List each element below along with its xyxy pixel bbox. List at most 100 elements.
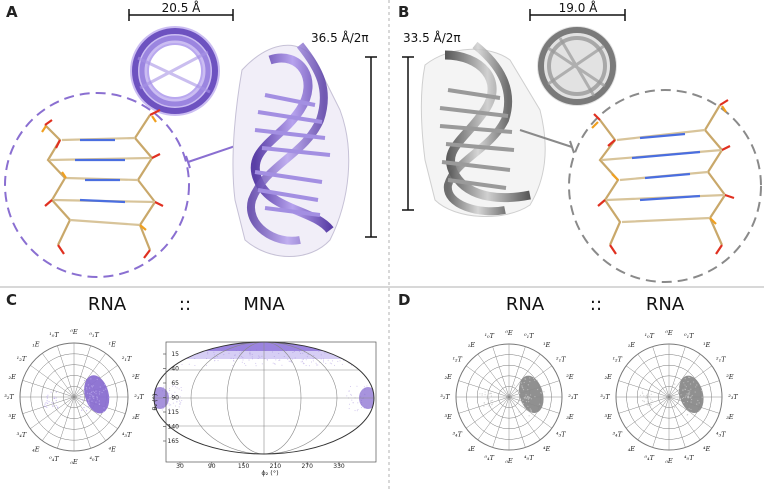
pucker-label: ⁰₄T — [643, 454, 654, 462]
pucker-label: ⁴₀T — [684, 454, 694, 462]
pucker-label: ²E — [726, 373, 734, 381]
pitch-label-b: 33.5 Å/2π — [403, 30, 461, 45]
panel-letter-d: D — [398, 291, 410, 309]
pucker-label: ¹E — [543, 341, 551, 349]
pucker-label: ²₁T — [122, 355, 132, 363]
atomistic-zoom-a — [4, 92, 190, 278]
zoom-connector-b — [519, 129, 573, 148]
pucker-label: ⁴E — [109, 446, 117, 454]
pucker-wheel-c: ⁰₁T ¹E ²₁T ²E ²₃T ₃E ⁴₃T ⁴E ⁴₀T ₀E ⁰₄T ₄E ³₄T ³E ³₂T ₂E… — [4, 328, 144, 466]
pucker-label: ₄E — [468, 445, 476, 453]
pucker-label: ⁰₁T — [683, 332, 694, 340]
helix-side-view-a — [232, 42, 350, 257]
pucker-label: ₀E — [69, 458, 78, 466]
pucker-label: ₂E — [604, 373, 612, 381]
pitch-label-a: 36.5 Å/2π — [311, 30, 369, 45]
atomistic-zoom-b — [568, 89, 762, 283]
pucker-label: ⁰₄T — [48, 455, 59, 463]
pucker-label: ³₂T — [600, 393, 610, 401]
pucker-label: ¹₀T — [49, 331, 59, 339]
pucker-density — [479, 375, 545, 417]
pucker-label: ²E — [566, 373, 574, 381]
pucker-label: ₀E — [664, 457, 673, 465]
pucker-label: ³₄T — [612, 431, 622, 439]
pucker-label: ⁰₁T — [523, 332, 534, 340]
pucker-label: ³₂T — [4, 393, 14, 401]
pucker-label: ⁰E — [69, 328, 78, 336]
width-dimension-b: 19.0 Å — [529, 0, 626, 21]
pucker-label: ⁴₃T — [716, 431, 726, 439]
panel-c-right-label: MNA — [243, 294, 285, 315]
pucker-label: ⁰E — [664, 329, 673, 337]
pucker-label: ₂E — [444, 373, 452, 381]
panel-d-separator: :: — [590, 294, 602, 315]
width-label-a: 20.5 Å — [162, 0, 202, 15]
pucker-label: ₃E — [726, 413, 734, 421]
helix-top-view-b — [537, 26, 617, 106]
pucker-label: ⁴₀T — [89, 455, 99, 463]
pucker-label: ²₃T — [134, 393, 144, 401]
pucker-label: ³E — [444, 413, 452, 421]
pucker-density — [43, 375, 110, 414]
helix-top-view-a — [130, 26, 220, 116]
pucker-label: ⁴₀T — [524, 454, 534, 462]
pucker-label: ²E — [132, 373, 140, 381]
pucker-label: ¹₂T — [17, 355, 27, 363]
pucker-label: ⁰E — [504, 329, 513, 337]
mollweide-ytick: 115 — [168, 409, 180, 416]
mollweide-ytick: 165 — [168, 438, 180, 445]
pucker-label: ⁰₄T — [483, 454, 494, 462]
pucker-label: ³₂T — [440, 393, 450, 401]
panel-b: B 19.0 Å 33.5 Å/2π — [398, 0, 762, 283]
width-label-b: 19.0 Å — [559, 0, 599, 15]
pucker-label: ₄E — [628, 445, 636, 453]
width-dimension-a: 20.5 Å — [128, 0, 234, 21]
mollweide-xtick: 90 — [208, 463, 216, 470]
pucker-label: ¹₀T — [484, 332, 494, 340]
mollweide-xtick: 330 — [333, 463, 345, 470]
pucker-label: ³₄T — [17, 431, 27, 439]
pucker-label: ³E — [604, 413, 612, 421]
mollweide-xtick: 30 — [176, 463, 184, 470]
pucker-label: ²₃T — [568, 393, 578, 401]
mollweide-ytick: 140 — [168, 424, 180, 431]
pucker-label: ¹₂T — [612, 355, 622, 363]
pucker-label: ₂E — [9, 373, 17, 381]
pucker-label: ³E — [9, 413, 17, 421]
pucker-label: ₄E — [32, 446, 40, 454]
panel-d-left-label: RNA — [506, 294, 545, 315]
panel-letter-c: C — [6, 291, 17, 309]
pucker-label: ₃E — [566, 413, 574, 421]
pucker-label: ²₃T — [728, 393, 738, 401]
pucker-label: ⁴₃T — [122, 431, 132, 439]
pucker-wheel-d-left: ⁰₁T¹E²₁T²E²₃T₃E⁴₃T⁴E⁴₀T₀E⁰₄T₄E³₄T³E³₂T₂E… — [440, 329, 578, 465]
pucker-label: ₃E — [132, 413, 140, 421]
panel-letter-a: A — [6, 3, 18, 21]
helix-side-view-b — [420, 41, 546, 217]
pucker-label: ²₁T — [556, 355, 566, 363]
pucker-label: ⁰₁T — [88, 331, 99, 339]
pucker-label: ¹E — [703, 341, 711, 349]
mollweide-xtick: 270 — [301, 463, 313, 470]
pucker-label: ⁴E — [703, 445, 711, 453]
mollweide-ytick: 40 — [171, 366, 179, 373]
pucker-label: ³₄T — [452, 431, 462, 439]
pucker-label: ¹E — [109, 340, 117, 348]
pitch-dimension-a: 36.5 Å/2π — [311, 30, 377, 238]
panel-c-left-label: RNA — [88, 294, 127, 315]
mollweide-ytick: 15 — [171, 351, 179, 358]
pucker-label: ₁E — [628, 341, 636, 349]
pucker-label: ₁E — [32, 340, 40, 348]
mollweide-ytick: 65 — [171, 380, 179, 387]
panel-d-right-label: RNA — [646, 294, 685, 315]
mollweide-xtick: 150 — [238, 463, 250, 470]
pucker-label: ⁴E — [543, 445, 551, 453]
mollweide-xlabel: ϕ₂ (°) — [261, 469, 278, 477]
mollweide-ylabel: θ₂ (°) — [151, 394, 159, 411]
mollweide-frame — [165, 341, 377, 463]
pucker-label: ¹₂T — [452, 355, 462, 363]
pucker-label: ₀E — [504, 457, 513, 465]
